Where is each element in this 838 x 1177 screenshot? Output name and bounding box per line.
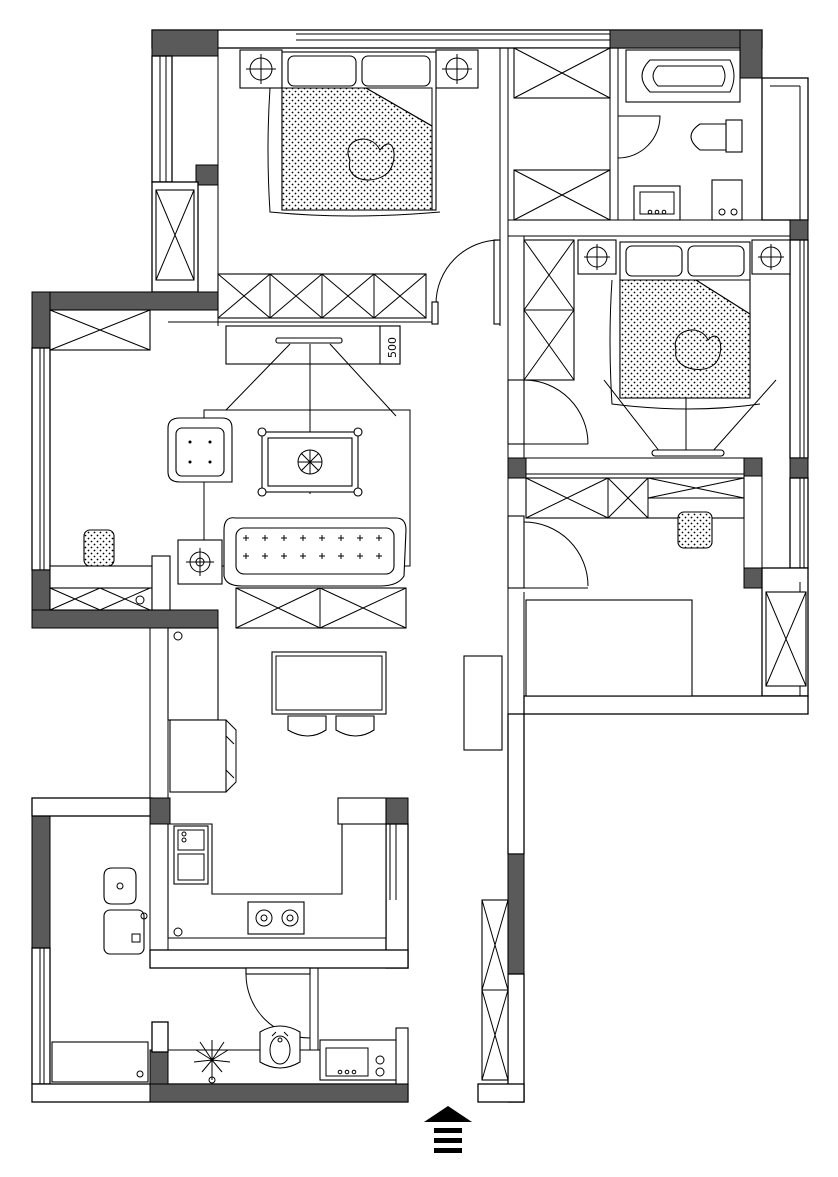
windows bbox=[39, 33, 805, 1084]
tuft-mark bbox=[262, 535, 268, 541]
study-room bbox=[525, 511, 713, 697]
nightstand-left bbox=[239, 49, 283, 89]
armchair bbox=[167, 417, 233, 483]
tv-projection-lines bbox=[603, 379, 777, 453]
sideboard bbox=[463, 655, 503, 751]
wardrobes bbox=[49, 47, 807, 1081]
shoe-cabinet-entrance bbox=[481, 899, 509, 1081]
wardrobe-third-bedroom bbox=[525, 477, 745, 519]
sofa bbox=[223, 517, 407, 587]
tuft-mark bbox=[376, 535, 382, 541]
kitchen-sink bbox=[173, 825, 209, 885]
coffee-table bbox=[257, 427, 363, 497]
tuft-mark bbox=[243, 553, 249, 559]
nightstand-2-right bbox=[751, 239, 791, 275]
tv-cabinet: 500 bbox=[225, 325, 401, 365]
second-bedroom bbox=[577, 239, 791, 457]
squat-toilet bbox=[259, 1025, 301, 1069]
laundry-balcony bbox=[51, 867, 149, 1083]
tuft-mark bbox=[300, 553, 306, 559]
double-bed-master bbox=[267, 51, 441, 217]
tv-console-low bbox=[235, 587, 407, 629]
tuft-mark bbox=[357, 553, 363, 559]
wardrobe-left-window bbox=[155, 189, 195, 281]
tuft-mark bbox=[281, 535, 287, 541]
door-master-bedroom[interactable] bbox=[431, 239, 501, 325]
guest-sink bbox=[319, 1027, 409, 1085]
washing-machine bbox=[103, 909, 148, 955]
dining-table bbox=[271, 651, 387, 715]
tuft-mark bbox=[319, 535, 325, 541]
wardrobe-hall-top bbox=[513, 47, 611, 221]
sofa-tufting bbox=[243, 535, 382, 559]
door-study[interactable] bbox=[507, 515, 589, 589]
washer-master bbox=[711, 179, 743, 221]
wardrobe-second-bedroom bbox=[523, 239, 575, 381]
tv-second-bedroom bbox=[651, 449, 725, 457]
sink-master bbox=[633, 185, 681, 221]
master-bedroom bbox=[239, 49, 479, 217]
dining-chair-1 bbox=[287, 715, 327, 737]
balcony-counter bbox=[51, 1041, 149, 1083]
tuft-mark bbox=[243, 535, 249, 541]
dimension-label: 500 bbox=[386, 337, 399, 358]
double-bed-second bbox=[609, 241, 761, 410]
study-bed bbox=[525, 599, 693, 697]
water-heater bbox=[103, 867, 137, 905]
flower-icon bbox=[297, 449, 323, 475]
bathtub bbox=[625, 49, 741, 103]
kitchen-tall-cabinet bbox=[167, 627, 219, 721]
plant-icon bbox=[193, 1040, 231, 1084]
master-bathroom bbox=[617, 49, 743, 221]
entrance-arrow-icon bbox=[424, 1106, 472, 1153]
kitchen bbox=[167, 627, 387, 939]
tuft-mark bbox=[376, 553, 382, 559]
living-room: 500 bbox=[49, 325, 411, 629]
nightstand-2-left bbox=[577, 239, 617, 275]
tuft-mark bbox=[281, 553, 287, 559]
tuft-mark bbox=[262, 553, 268, 559]
door-swing-master-bath bbox=[617, 115, 661, 159]
side-table-lamp bbox=[177, 539, 223, 585]
door-second-bedroom[interactable] bbox=[507, 379, 589, 445]
tuft-mark bbox=[338, 535, 344, 541]
study-chair bbox=[677, 511, 713, 549]
wardrobe-right-window bbox=[765, 591, 807, 687]
nightstand-right bbox=[435, 49, 479, 89]
gas-stove bbox=[247, 901, 305, 935]
guest-bathroom bbox=[193, 1025, 409, 1085]
tuft-mark bbox=[338, 553, 344, 559]
living-cabinet-left bbox=[49, 309, 151, 351]
dining-area bbox=[271, 651, 503, 751]
desk-left bbox=[49, 529, 171, 611]
wardrobe-master-bedroom bbox=[217, 273, 427, 319]
dining-chair-2 bbox=[335, 715, 375, 737]
tuft-mark bbox=[300, 535, 306, 541]
tuft-mark bbox=[357, 535, 363, 541]
toilet-master bbox=[690, 119, 743, 153]
refrigerator bbox=[169, 719, 237, 793]
tuft-mark bbox=[319, 553, 325, 559]
